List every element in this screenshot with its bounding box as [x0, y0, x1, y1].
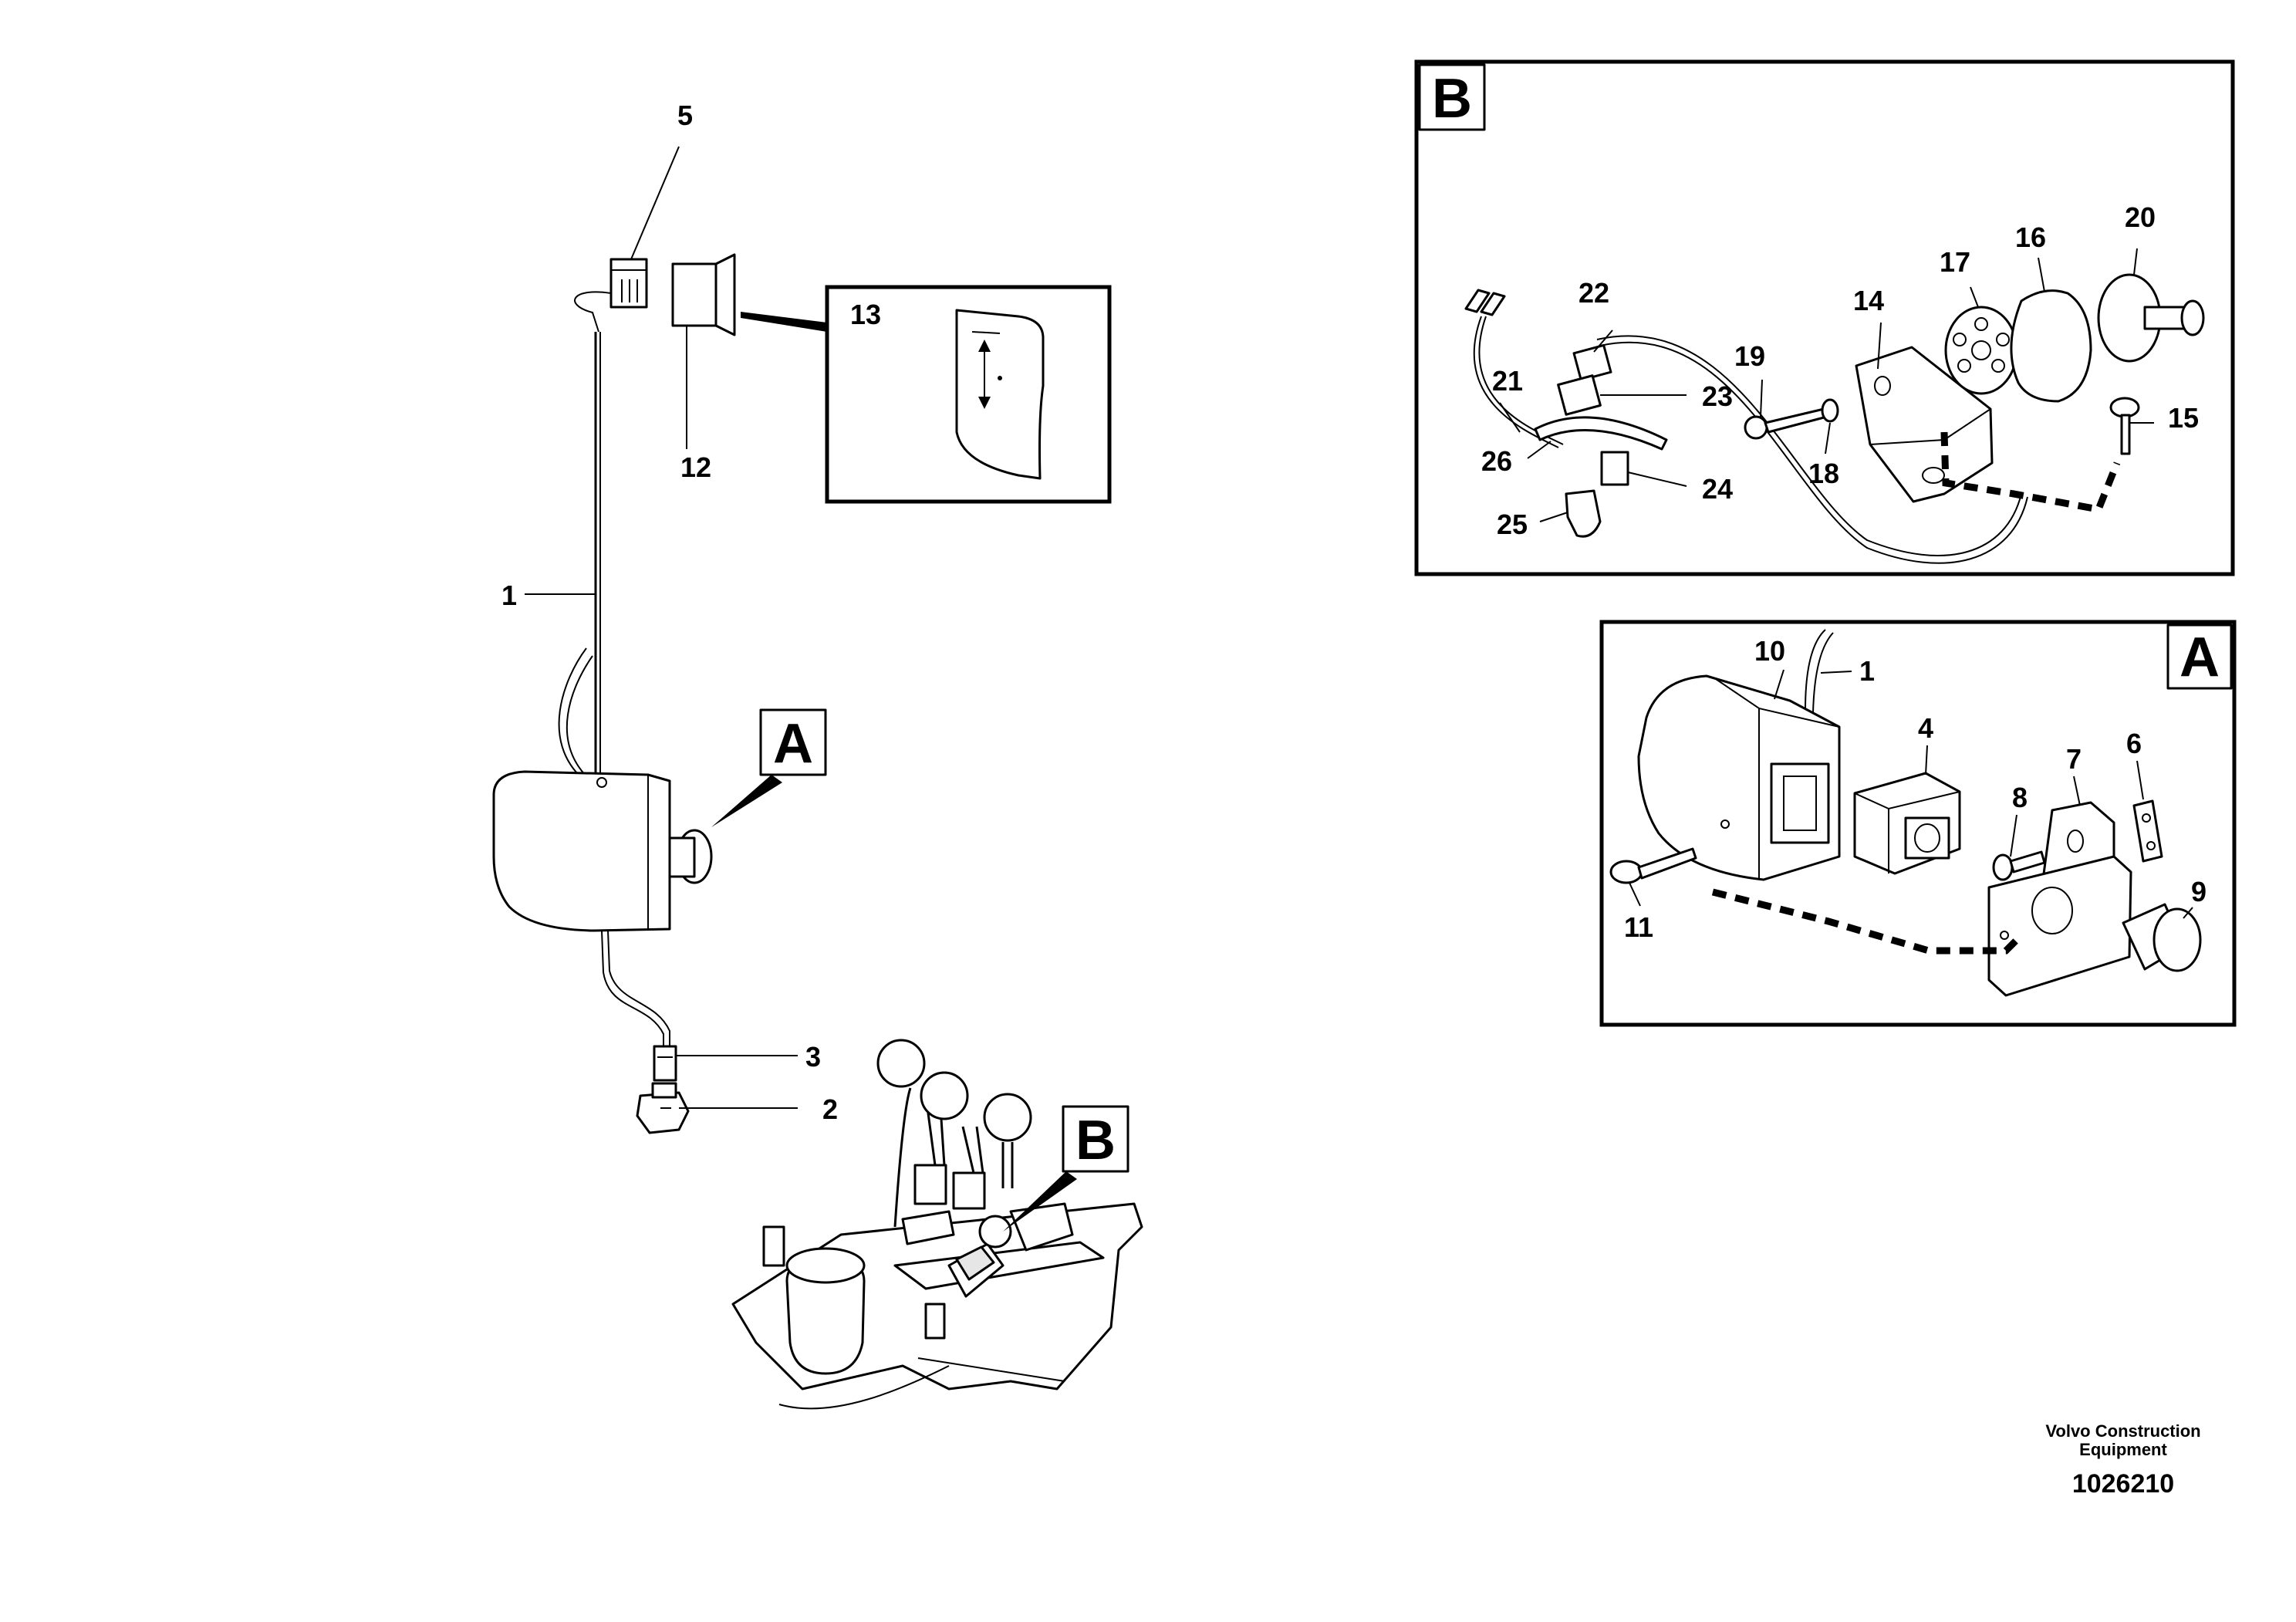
tag-b-panel: B: [1432, 68, 1472, 130]
callout-23: 23: [1702, 380, 1733, 412]
callout-17: 17: [1940, 246, 1970, 278]
detail-tag-b-main: [1003, 1105, 1129, 1232]
callout-16: 16: [2015, 221, 2046, 253]
button-part-9: [2122, 903, 2202, 972]
screw-part-8: [1992, 850, 2046, 881]
connector-part-2: [636, 1082, 690, 1134]
callout-5: 5: [677, 100, 693, 131]
callout-9: 9: [2191, 876, 2207, 907]
callout-1-detail-a: 1: [1859, 655, 1875, 687]
detail-13-box: [741, 285, 1112, 504]
callout-20: 20: [2125, 201, 2156, 233]
connector-part-5: [609, 258, 648, 309]
detail-tag-a-main: [711, 708, 827, 827]
screw-part-15: [2109, 397, 2140, 455]
callout-7: 7: [2066, 743, 2082, 775]
footer-block: Volvo Construction Equipment 1026210: [2045, 1421, 2200, 1499]
callout-24: 24: [1702, 473, 1733, 505]
leader-lines-left: [525, 146, 798, 1109]
tag-a-main: A: [773, 713, 813, 775]
callout-10: 10: [1754, 635, 1785, 667]
detail-a-panel: [1599, 620, 2237, 1027]
callout-15: 15: [2168, 402, 2199, 434]
callout-25: 25: [1497, 509, 1528, 540]
callout-26: 26: [1481, 445, 1512, 477]
callout-3: 3: [805, 1041, 821, 1073]
callout-labels: 5 13 12 1 3 2 22 17 16 20 14 19 21 23 15…: [501, 100, 2207, 1125]
detail-tags: A B B A: [773, 68, 2220, 1171]
control-housing: [492, 770, 713, 932]
callout-2: 2: [822, 1093, 838, 1125]
joystick-console: [731, 1039, 1143, 1410]
detail-b-panel: [1414, 59, 2235, 576]
callout-22: 22: [1578, 277, 1609, 309]
callout-1: 1: [501, 580, 517, 611]
callout-13: 13: [850, 299, 881, 330]
screw-part-11: [1609, 847, 1697, 884]
wire-harness-part-1: [558, 291, 612, 780]
callout-21: 21: [1492, 365, 1523, 397]
callout-19: 19: [1734, 340, 1765, 372]
company-line-1: Volvo Construction: [2045, 1421, 2200, 1441]
callout-11: 11: [1624, 911, 1653, 943]
drawing-number: 1026210: [2072, 1469, 2174, 1499]
company-line-2: Equipment: [2079, 1440, 2167, 1459]
callout-4: 4: [1918, 712, 1933, 744]
lower-wiring: [601, 930, 670, 1049]
tag-a-panel: A: [2180, 627, 2220, 688]
callout-14: 14: [1853, 285, 1884, 316]
connector-part-3: [653, 1045, 677, 1082]
callout-6: 6: [2126, 728, 2142, 759]
callout-18: 18: [1808, 458, 1839, 489]
tag-b-main: B: [1075, 1110, 1116, 1171]
callout-12: 12: [680, 451, 711, 483]
callout-8: 8: [2012, 782, 2028, 813]
switch-part-12: [671, 253, 736, 336]
screw-part-19: [1744, 407, 1828, 440]
